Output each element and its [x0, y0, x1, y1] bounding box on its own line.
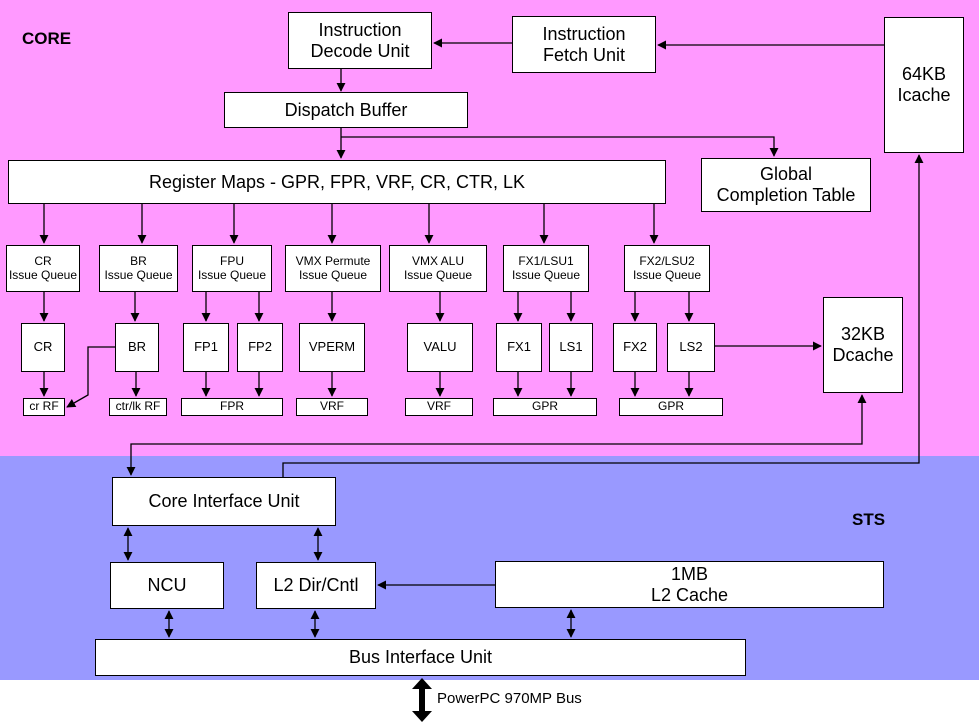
- register-file-vrf-alu: VRF: [405, 398, 473, 416]
- instruction-fetch-unit: Instruction Fetch Unit: [512, 16, 656, 73]
- exec-unit-ls1: LS1: [549, 323, 593, 372]
- issue-queue-fx1-lsu1: FX1/LSU1 Issue Queue: [503, 245, 589, 292]
- exec-unit-fx1: FX1: [496, 323, 542, 372]
- dcache: 32KB Dcache: [823, 297, 903, 393]
- issue-queue-fx2-lsu2: FX2/LSU2 Issue Queue: [624, 245, 710, 292]
- exec-unit-br: BR: [115, 323, 159, 372]
- instruction-decode-unit: Instruction Decode Unit: [288, 12, 432, 69]
- issue-queue-cr: CR Issue Queue: [6, 245, 80, 292]
- bus-label: PowerPC 970MP Bus: [437, 690, 582, 707]
- register-file-fpr: FPR: [181, 398, 283, 416]
- exec-unit-fx2: FX2: [613, 323, 657, 372]
- register-file-ctr-lk-rf: ctr/lk RF: [109, 398, 167, 416]
- exec-unit-ls2: LS2: [667, 323, 715, 372]
- l2-dir-cntl: L2 Dir/Cntl: [256, 562, 376, 609]
- sts-label: STS: [852, 510, 886, 529]
- exec-unit-fp1: FP1: [183, 323, 229, 372]
- issue-queue-fpu: FPU Issue Queue: [192, 245, 272, 292]
- exec-unit-cr: CR: [21, 323, 65, 372]
- register-file-gpr-1: GPR: [493, 398, 597, 416]
- issue-queue-vmx-alu: VMX ALU Issue Queue: [389, 245, 487, 292]
- issue-queue-vmx-permute: VMX Permute Issue Queue: [285, 245, 381, 292]
- l2-cache: 1MB L2 Cache: [495, 561, 884, 608]
- dispatch-buffer: Dispatch Buffer: [224, 92, 468, 128]
- register-file-gpr-2: GPR: [619, 398, 723, 416]
- register-maps: Register Maps - GPR, FPR, VRF, CR, CTR, …: [8, 160, 666, 204]
- issue-queue-br: BR Issue Queue: [99, 245, 178, 292]
- exec-unit-fp2: FP2: [237, 323, 283, 372]
- icache: 64KB Icache: [884, 17, 964, 153]
- register-file-vrf-permute: VRF: [296, 398, 368, 416]
- bus-interface-unit: Bus Interface Unit: [95, 639, 746, 676]
- bus-arrow: [412, 678, 432, 722]
- exec-unit-valu: VALU: [407, 323, 473, 372]
- core-label: CORE: [22, 29, 72, 48]
- global-completion-table: Global Completion Table: [701, 158, 871, 212]
- register-file-cr-rf: cr RF: [23, 398, 65, 416]
- exec-unit-vperm: VPERM: [299, 323, 365, 372]
- core-interface-unit: Core Interface Unit: [112, 477, 336, 526]
- ncu: NCU: [110, 562, 224, 609]
